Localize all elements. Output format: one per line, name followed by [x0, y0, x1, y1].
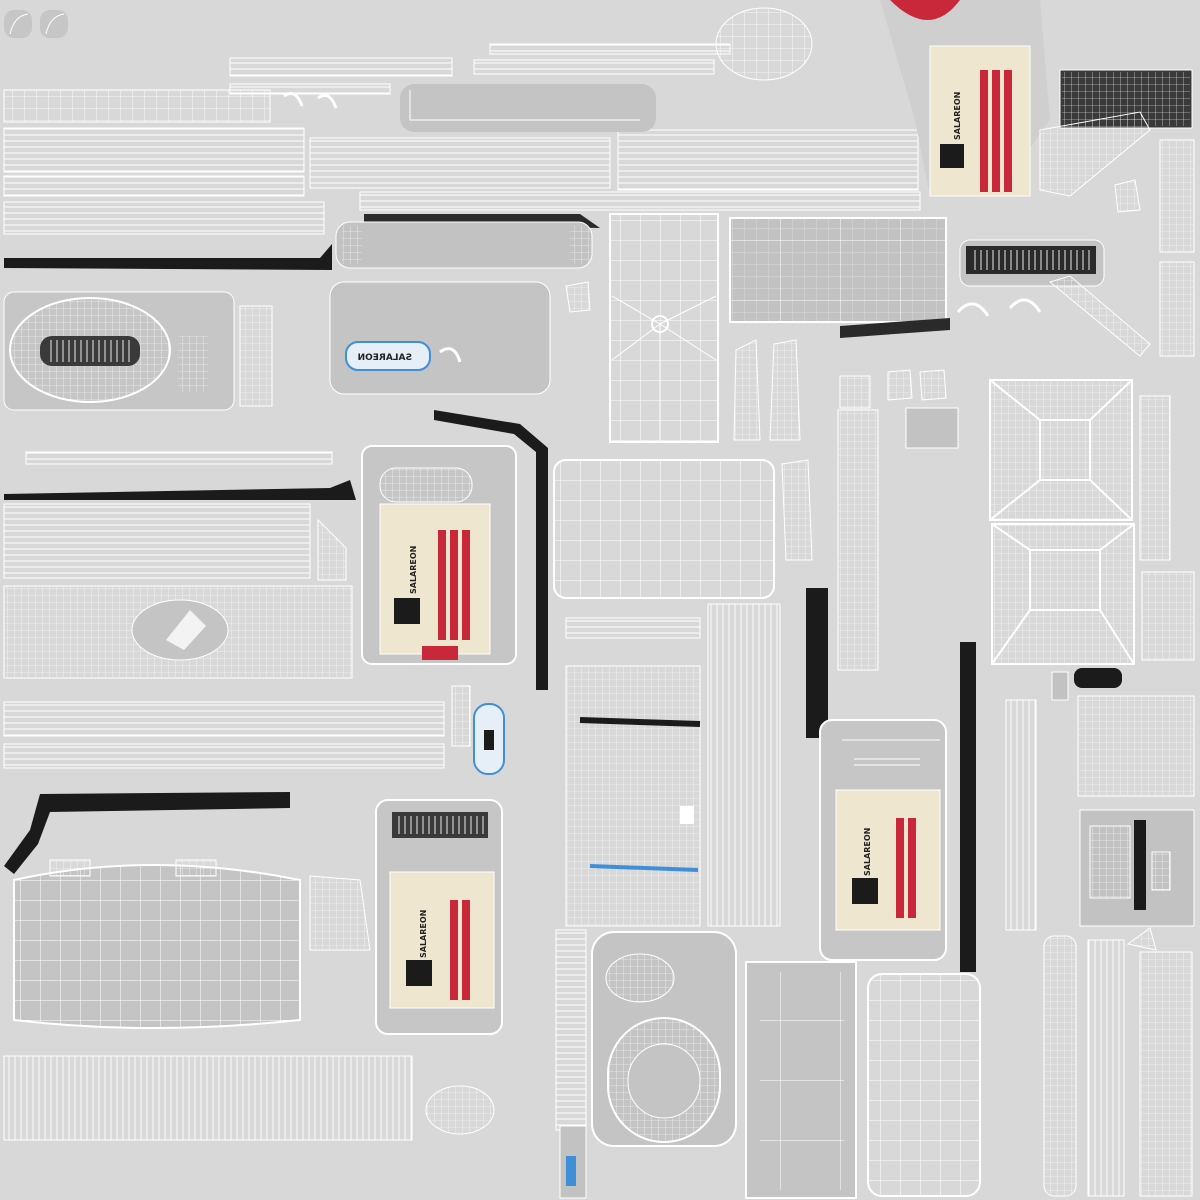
arena-roof-mesh [13, 859, 371, 1029]
facade-label-c: SALAREON [863, 828, 872, 876]
facade-island-c: SALAREON [819, 719, 947, 961]
bottom-right-mesh-panel [867, 973, 981, 1197]
top-right-facade-island: SALAREON [880, 0, 1050, 197]
running-track-island [591, 931, 737, 1147]
top-center-curves [283, 84, 656, 132]
facade-island-a: SALAREON [361, 445, 517, 665]
oval-dome-mesh [715, 7, 813, 81]
dark-sign-right [959, 239, 1105, 287]
facade-label-a: SALAREON [409, 546, 418, 594]
dark-strip-left [4, 244, 332, 270]
signage-frame: SALAREON [329, 281, 551, 395]
bottom-left-narrow-strips [555, 929, 587, 1199]
top-left-small-shapes [4, 10, 68, 38]
right-quilted-panel-lower [991, 523, 1195, 665]
right-diagonal-strip [1048, 261, 1195, 357]
black-vertical-bar-right [960, 642, 976, 972]
bottom-right-columns [1043, 927, 1193, 1197]
tower-pillar-a [733, 339, 761, 441]
left-bleacher-panels [3, 685, 471, 769]
vertical-grid-column [837, 369, 959, 671]
upper-right-cell-panel [729, 217, 947, 323]
bottom-left-wall-panel [3, 1055, 495, 1141]
right-quilted-panel-upper [989, 379, 1171, 561]
black-l-beam [434, 410, 548, 690]
top-left-panel-rows [3, 89, 921, 235]
center-lane-panels [565, 603, 781, 927]
dark-strip-mid-left [4, 480, 356, 500]
stadium-island-top-left [3, 291, 235, 411]
bottom-center-wall-panel [745, 961, 857, 1199]
curved-seat-block [317, 518, 347, 581]
emblem-panel [3, 585, 353, 679]
center-roof-panel [609, 213, 719, 443]
right-small-shield [1114, 179, 1141, 213]
center-grid-panel [553, 459, 775, 599]
mirrored-sign-label: SALAREON [358, 353, 412, 363]
tower-pillar-b [769, 339, 801, 441]
top-strip-bands [229, 43, 731, 95]
right-top-column [1159, 139, 1195, 253]
center-top-curved-frame [335, 221, 593, 269]
wide-wire-panel [3, 503, 311, 579]
mid-left-strip [25, 451, 333, 465]
black-angle-beam-left [4, 792, 290, 874]
top-right-diagonal-beam [1039, 111, 1151, 197]
capsule-sign [473, 703, 505, 775]
facade-island-b: SALAREON [375, 799, 503, 1035]
dark-strip-mid-right [840, 318, 950, 338]
facade-label-b: SALAREON [419, 910, 428, 958]
right-lower-panels [1005, 668, 1195, 931]
small-wedge-shape [565, 281, 591, 313]
small-curl-icons [956, 298, 1042, 317]
facade-label-top: SALAREON [953, 92, 962, 140]
mid-tall-pillars [781, 459, 828, 738]
stadium-side-panel [239, 305, 273, 407]
